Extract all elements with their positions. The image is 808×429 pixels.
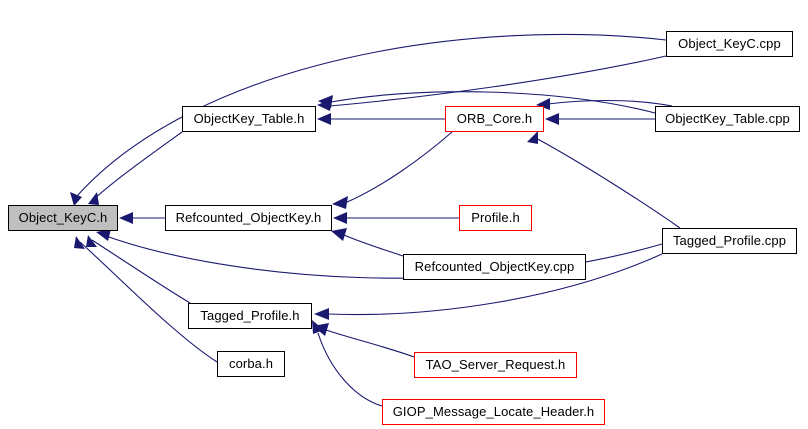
node-objectkey-table-h[interactable]: ObjectKey_Table.h: [182, 106, 316, 132]
edge-giop-message-locate-header-h-to-tagged-profile-h: [312, 320, 383, 407]
node-refcounted-objectkey-cpp[interactable]: Refcounted_ObjectKey.cpp: [403, 254, 586, 280]
node-tao-server-request-h[interactable]: TAO_Server_Request.h: [414, 352, 577, 378]
node-label: ObjectKey_Table.cpp: [665, 111, 790, 126]
node-object-keyc-h[interactable]: Object_KeyC.h: [8, 205, 118, 231]
edge-corba-h-to-object-keyc-h: [74, 236, 218, 363]
node-label: ORB_Core.h: [456, 111, 533, 126]
edge-refcounted-objectkey-cpp-to-refcounted-objectkey-h: [331, 228, 404, 257]
node-tagged-profile-h[interactable]: Tagged_Profile.h: [188, 303, 312, 329]
node-label: Object_KeyC.h: [18, 210, 108, 225]
edge-object-keyc-cpp-to-objectkey-table-h: [317, 55, 667, 111]
edge-orb-core-h-to-objectkey-table-h: [317, 113, 445, 125]
edge-profile-h-to-refcounted-objectkey-h: [333, 212, 459, 224]
node-refcounted-objectkey-h[interactable]: Refcounted_ObjectKey.h: [165, 205, 332, 231]
node-label: corba.h: [228, 356, 274, 371]
node-corba-h[interactable]: corba.h: [217, 351, 285, 377]
edge-tao-server-request-h-to-tagged-profile-h: [313, 323, 415, 358]
edge-objectkey-table-cpp-to-orb-core-h-upper: [536, 98, 673, 110]
node-label: Refcounted_ObjectKey.h: [175, 210, 322, 225]
edge-object-keyc-cpp-to-object-keyc-h: [70, 33, 667, 206]
node-label: Refcounted_ObjectKey.cpp: [414, 259, 575, 274]
node-label: TAO_Server_Request.h: [425, 357, 566, 372]
node-orb-core-h[interactable]: ORB_Core.h: [445, 106, 544, 132]
node-label: Tagged_Profile.h: [200, 308, 300, 323]
edge-tagged-profile-h-to-object-keyc-h: [86, 235, 191, 304]
node-tagged-profile-cpp[interactable]: Tagged_Profile.cpp: [662, 228, 797, 254]
edge-tagged-profile-cpp-to-tagged-profile-h: [314, 253, 663, 320]
node-label: GIOP_Message_Locate_Header.h: [392, 404, 595, 419]
node-label: ObjectKey_Table.h: [193, 111, 305, 126]
edge-objectkey-table-cpp-to-orb-core-h: [545, 113, 655, 125]
edge-tagged-profile-cpp-to-orb-core-h: [527, 131, 681, 229]
node-object-keyc-cpp[interactable]: Object_KeyC.cpp: [666, 31, 793, 57]
node-label: Object_KeyC.cpp: [678, 36, 781, 51]
edge-objectkey-table-h-to-object-keyc-h: [88, 131, 183, 205]
node-giop-message-locate-header-h[interactable]: GIOP_Message_Locate_Header.h: [382, 399, 605, 425]
edge-objectkey-table-cpp-to-objectkey-table-h: [318, 91, 656, 114]
node-label: Tagged_Profile.cpp: [672, 233, 787, 248]
edge-refcounted-objectkey-h-to-object-keyc-h: [119, 212, 165, 224]
node-objectkey-table-cpp[interactable]: ObjectKey_Table.cpp: [655, 106, 800, 132]
edge-orb-core-h-to-refcounted-objectkey-h: [332, 131, 453, 209]
node-label: Profile.h: [471, 210, 520, 225]
node-profile-h[interactable]: Profile.h: [459, 205, 532, 231]
